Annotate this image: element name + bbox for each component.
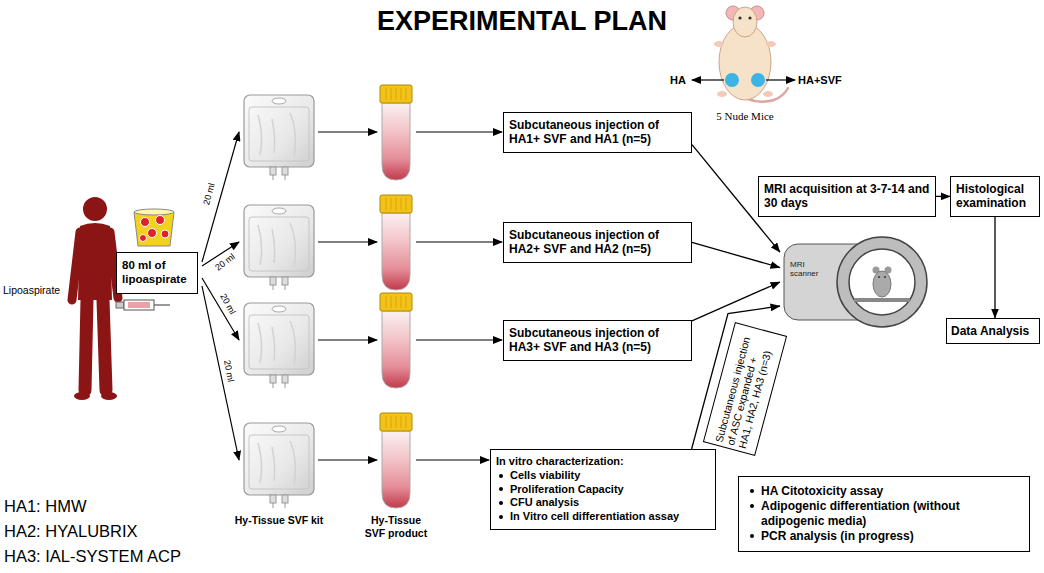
volume-label: 20 ml xyxy=(213,251,237,272)
list-box: HA Citotoxicity assayAdipogenic differen… xyxy=(738,476,1030,552)
bullet-item: Proliferation Capacity xyxy=(496,483,710,497)
process-box: 80 ml of lipoaspirate xyxy=(116,252,198,294)
bullet-item: PCR analysis (in progress) xyxy=(747,529,1021,544)
node-text: Subcutaneous injection of HA1+ SVF and H… xyxy=(509,118,686,147)
kit-label: Hy-Tissue SVF product xyxy=(361,514,431,539)
flow-arrow xyxy=(692,282,780,321)
flow-arrow xyxy=(994,217,995,318)
syringe xyxy=(116,300,170,310)
mri-scanner-illustration xyxy=(784,237,927,327)
process-box: Subcutaneous injection of HA1+ SVF and H… xyxy=(503,112,692,153)
split-arrows xyxy=(202,132,239,460)
svf-bags xyxy=(244,95,314,508)
node-text: Subcutaneous injection of HA3+ SVF and H… xyxy=(509,326,686,355)
kit-label: Hy-Tissue SVF kit xyxy=(235,514,324,526)
node-text: MRI acquisition at 3-7-14 and 30 days xyxy=(764,182,930,211)
flow-arrows xyxy=(318,132,502,460)
mouse-illustration xyxy=(692,6,795,102)
bullet-item: CFU analysis xyxy=(496,496,710,510)
abbreviation-note: HA1: HMW xyxy=(4,497,87,516)
figure-caption: 5 Nude Mice xyxy=(716,110,773,122)
volume-label: 20 ml xyxy=(222,359,236,383)
bullet-item: Adipogenic differentiation (without adip… xyxy=(747,499,1021,529)
process-box: Histological examination xyxy=(950,176,1040,217)
volume-label: 20 ml xyxy=(201,182,216,206)
node-text: MRI scanner xyxy=(790,260,832,278)
injection-label: HA xyxy=(670,74,686,86)
person-figure xyxy=(72,197,118,400)
scanner-node: MRI scanner xyxy=(780,234,930,330)
bullet-item: HA Citotoxicity assay xyxy=(747,484,1021,499)
flow-arrow xyxy=(936,196,950,197)
bullet-item: In Vitro cell differentiation assay xyxy=(496,510,710,524)
list-box: In vitro characterization:Cells viabilit… xyxy=(490,449,716,530)
injection-label: HA+SVF xyxy=(798,74,842,86)
node-text: Subcutaneous injection of HA2+ SVF and H… xyxy=(509,228,686,257)
svf-tubes xyxy=(380,85,412,508)
diagram-title: EXPERIMENTAL PLAN xyxy=(0,6,1044,37)
process-box: MRI acquisition at 3-7-14 and 30 days xyxy=(758,176,936,217)
bullet-item: Cells viability xyxy=(496,469,710,483)
abbreviation-note: HA3: IAL-SYSTEM ACP xyxy=(4,547,181,566)
process-box: Subcutaneous injection of HA3+ SVF and H… xyxy=(503,320,692,361)
node-text: Data Analysis xyxy=(951,324,1035,338)
flow-arrow xyxy=(692,242,780,267)
process-box: Data Analysis xyxy=(946,318,1040,344)
beaker-icon xyxy=(134,209,174,246)
node-text: Histological examination xyxy=(956,182,1034,211)
figure-label: Lipoaspirate xyxy=(3,284,60,296)
node-text: Subcutaneous injection of ASC expanded +… xyxy=(713,328,778,449)
abbreviation-note: HA2: HYALUBRIX xyxy=(4,522,138,541)
rotated-box: Subcutaneous injection of ASC expanded +… xyxy=(703,322,787,456)
node-text: 80 ml of lipoaspirate xyxy=(122,259,192,287)
process-box: Subcutaneous injection of HA2+ SVF and H… xyxy=(503,222,692,263)
volume-label: 20 ml xyxy=(218,292,237,316)
box-heading: In vitro characterization: xyxy=(496,455,710,469)
